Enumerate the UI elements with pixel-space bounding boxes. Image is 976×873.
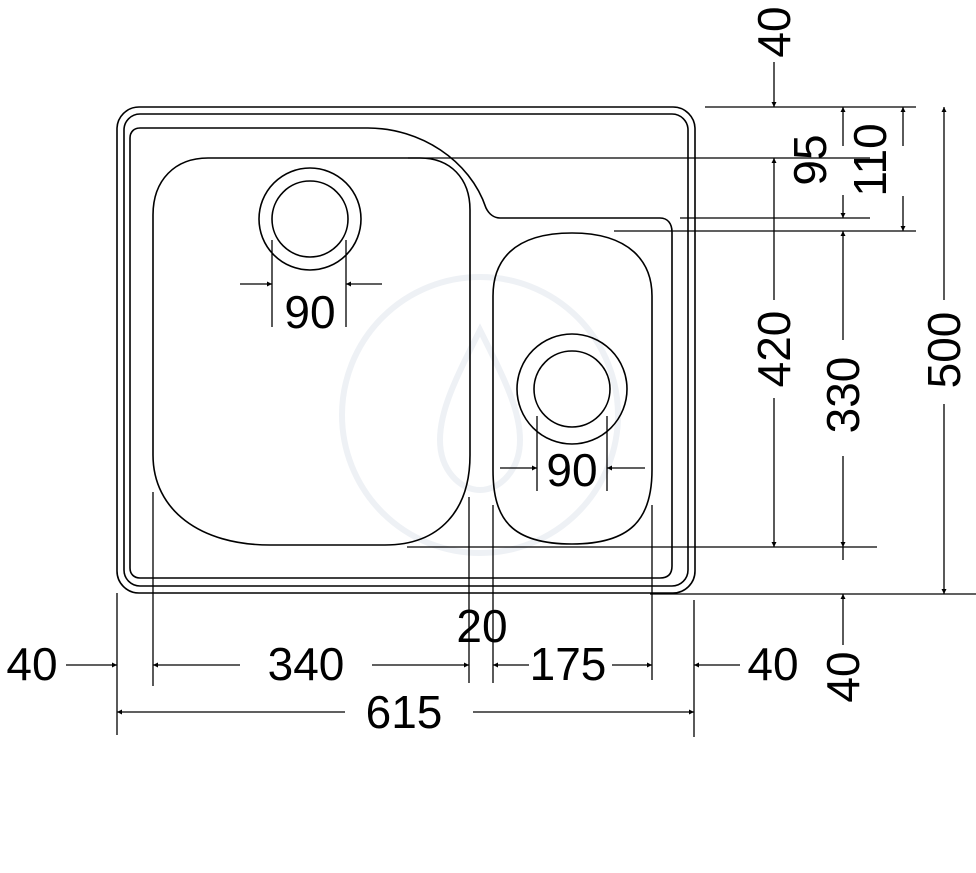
dim-bottom-right-40: 40 bbox=[747, 638, 798, 690]
small-drain-outer bbox=[516, 333, 628, 445]
main-bowl bbox=[152, 157, 471, 546]
dim-left-40: 40 bbox=[6, 638, 57, 690]
dim-drain-right: 90 bbox=[546, 444, 597, 496]
watermark-logo bbox=[339, 274, 621, 556]
dim-615: 615 bbox=[366, 686, 443, 738]
main-drain-outer bbox=[258, 167, 362, 271]
small-bowl bbox=[492, 232, 653, 545]
dim-420: 420 bbox=[748, 311, 800, 388]
dimension-arrows bbox=[66, 62, 947, 715]
dim-175: 175 bbox=[530, 638, 607, 690]
sink-outer-edge bbox=[116, 106, 696, 594]
main-drain-inner bbox=[271, 180, 349, 258]
dim-drain-left: 90 bbox=[284, 286, 335, 338]
dim-340: 340 bbox=[268, 638, 345, 690]
dim-110: 110 bbox=[844, 123, 896, 196]
sink-outline bbox=[116, 106, 696, 594]
dimension-labels: 40 95 110 420 330 500 40 40 340 20 175 4… bbox=[6, 6, 970, 738]
dim-330: 330 bbox=[817, 357, 869, 434]
dim-500: 500 bbox=[918, 312, 970, 389]
dim-95: 95 bbox=[784, 134, 836, 185]
small-drain-inner bbox=[533, 350, 611, 428]
dim-20: 20 bbox=[456, 600, 507, 652]
drainboard-contour bbox=[129, 127, 673, 579]
dim-top-40: 40 bbox=[748, 6, 800, 57]
sink-rim bbox=[123, 113, 689, 587]
dim-right-40: 40 bbox=[817, 651, 869, 702]
